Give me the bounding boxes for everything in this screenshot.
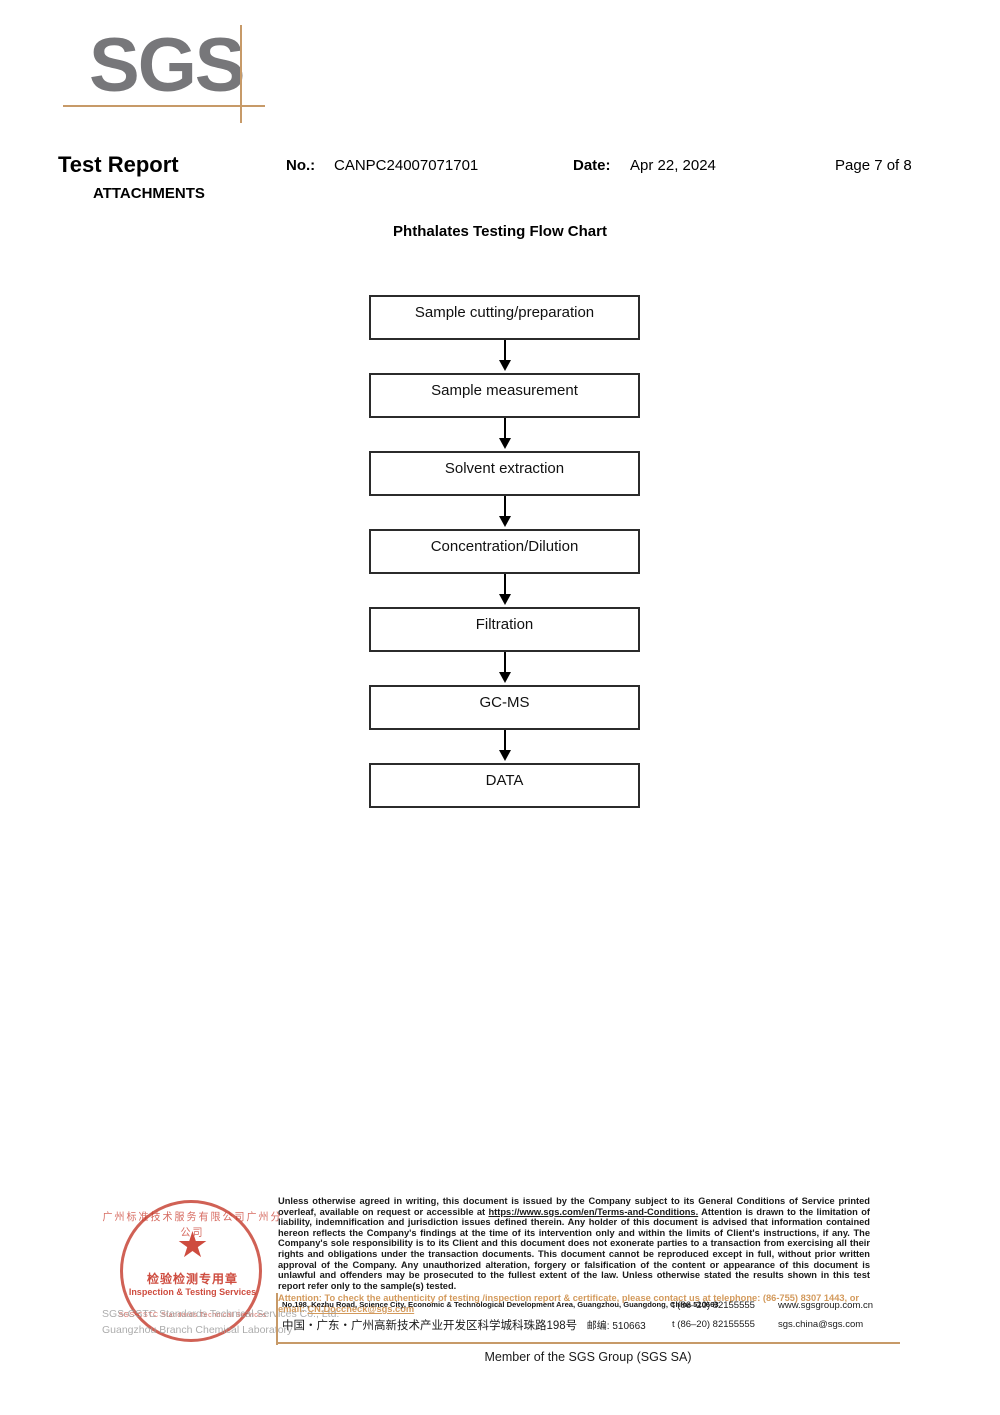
stamp-arc-bottom-text: SGS-CSTC Standards Technical Services bbox=[118, 1312, 267, 1319]
flow-box-gc-ms: GC-MS bbox=[369, 685, 640, 730]
watermark-line-1: SGS-CSTC Standards Technical Services Co… bbox=[102, 1308, 340, 1320]
page-footer: 广州标准技术服务有限公司广州分公司 ★ 检验检测专用章 Inspection &… bbox=[0, 1190, 1000, 1415]
flow-arrow-6 bbox=[369, 730, 640, 763]
flow-arrow-5 bbox=[369, 652, 640, 685]
attention-text: Attention: To check the authenticity of … bbox=[278, 1293, 860, 1315]
address-postcode: 邮编: 510663 bbox=[586, 1321, 646, 1332]
flow-box-label: Filtration bbox=[475, 616, 534, 633]
doccheck-email-link[interactable]: CN.Doccheck@sgs.com bbox=[307, 1304, 415, 1315]
attention-paragraph: Attention: To check the authenticity of … bbox=[278, 1293, 870, 1315]
stamp-arc-top-text: 广州标准技术服务有限公司广州分公司 bbox=[102, 1211, 283, 1239]
flow-box-label: Sample measurement bbox=[431, 382, 578, 399]
flow-arrow-4 bbox=[369, 574, 640, 607]
flow-arrow-1 bbox=[369, 340, 640, 373]
website-url[interactable]: www.sgsgroup.com.cn bbox=[778, 1300, 874, 1311]
flow-step-1: Sample cutting/preparation bbox=[369, 295, 640, 340]
inspection-stamp: 广州标准技术服务有限公司广州分公司 ★ 检验检测专用章 Inspection &… bbox=[100, 1194, 339, 1344]
address-chinese-text: 中国・广东・广州高新技术产业开发区科学城科珠路198号 bbox=[282, 1320, 578, 1332]
page-title: Test Report bbox=[58, 152, 179, 177]
sgs-logo: SGS bbox=[63, 22, 273, 123]
attention-notice: Attention: To check the authenticity of … bbox=[278, 1293, 870, 1315]
sgs-logo-text: SGS bbox=[89, 23, 245, 108]
flow-box-label: Concentration/Dilution bbox=[430, 538, 579, 555]
legal-text-part-2: Attention is drawn to the limitation of … bbox=[278, 1206, 870, 1291]
watermark-line-2: Guangzhou Branch Chemical Laboratory bbox=[102, 1324, 293, 1336]
logo-horizontal-rule bbox=[63, 105, 265, 107]
flow-step-4: Concentration/Dilution bbox=[369, 529, 640, 574]
flow-box-data: DATA bbox=[369, 763, 640, 808]
member-of-sgs-group: Member of the SGS Group (SGS SA) bbox=[484, 1350, 692, 1364]
flow-box-label: GC-MS bbox=[479, 694, 530, 711]
star-icon: ★ bbox=[176, 1224, 209, 1265]
flowchart-title: Phthalates Testing Flow Chart bbox=[393, 223, 607, 240]
logo-vertical-rule bbox=[240, 25, 242, 123]
flow-box-sample-cutting-preparation: Sample cutting/preparation bbox=[369, 295, 640, 340]
flow-step-6: GC-MS bbox=[369, 685, 640, 730]
address-english: No.198, Kezhu Road, Science City, Econom… bbox=[282, 1300, 719, 1309]
flow-box-filtration: Filtration bbox=[369, 607, 640, 652]
page-number: Page 7 of 8 bbox=[835, 157, 912, 174]
flow-step-2: Sample measurement bbox=[369, 373, 640, 418]
stamp-chinese-text: 检验检测专用章 bbox=[146, 1272, 238, 1286]
footer-horizontal-rule bbox=[276, 1342, 900, 1344]
flow-box-label: DATA bbox=[485, 772, 524, 789]
stamp-circle-icon bbox=[120, 1200, 262, 1342]
legal-text-part-1: Unless otherwise agreed in writing, this… bbox=[278, 1196, 870, 1217]
flow-step-5: Filtration bbox=[369, 607, 640, 652]
flow-box-solvent-extraction: Solvent extraction bbox=[369, 451, 640, 496]
flow-arrow-3 bbox=[369, 496, 640, 529]
telephone-2: t (86–20) 82155555 bbox=[672, 1319, 755, 1330]
address-chinese: 中国・广东・广州高新技术产业开发区科学城科珠路198号 邮编: 510663 bbox=[282, 1317, 646, 1333]
report-date-label: Date: bbox=[573, 157, 611, 174]
legal-disclaimer: Unless otherwise agreed in writing, this… bbox=[278, 1196, 870, 1315]
flowchart: Sample cutting/preparation Sample measur… bbox=[369, 295, 640, 808]
stamp-english-text: Inspection & Testing Services bbox=[128, 1287, 257, 1297]
flow-box-label: Solvent extraction bbox=[444, 460, 565, 477]
flow-box-label: Sample cutting/preparation bbox=[414, 304, 595, 321]
footer-vertical-divider bbox=[276, 1293, 278, 1345]
terms-and-conditions-link[interactable]: https://www.sgs.com/en/Terms-and-Conditi… bbox=[488, 1206, 699, 1217]
page-subtitle: ATTACHMENTS bbox=[93, 185, 205, 202]
flow-arrow-2 bbox=[369, 418, 640, 451]
report-date-value: Apr 22, 2024 bbox=[630, 157, 716, 174]
flow-step-7: DATA bbox=[369, 763, 640, 808]
report-no-label: No.: bbox=[286, 157, 316, 174]
report-no-value: CANPC24007071701 bbox=[334, 157, 479, 174]
legal-paragraph: Unless otherwise agreed in writing, this… bbox=[278, 1196, 870, 1291]
flow-box-concentration-dilution: Concentration/Dilution bbox=[369, 529, 640, 574]
telephone-1: t (86–20) 82155555 bbox=[672, 1300, 755, 1311]
report-header: Test Report ATTACHMENTS No.: CANPC240070… bbox=[0, 152, 1000, 202]
flow-step-3: Solvent extraction bbox=[369, 451, 640, 496]
contact-email[interactable]: sgs.china@sgs.com bbox=[778, 1319, 864, 1330]
flow-box-sample-measurement: Sample measurement bbox=[369, 373, 640, 418]
